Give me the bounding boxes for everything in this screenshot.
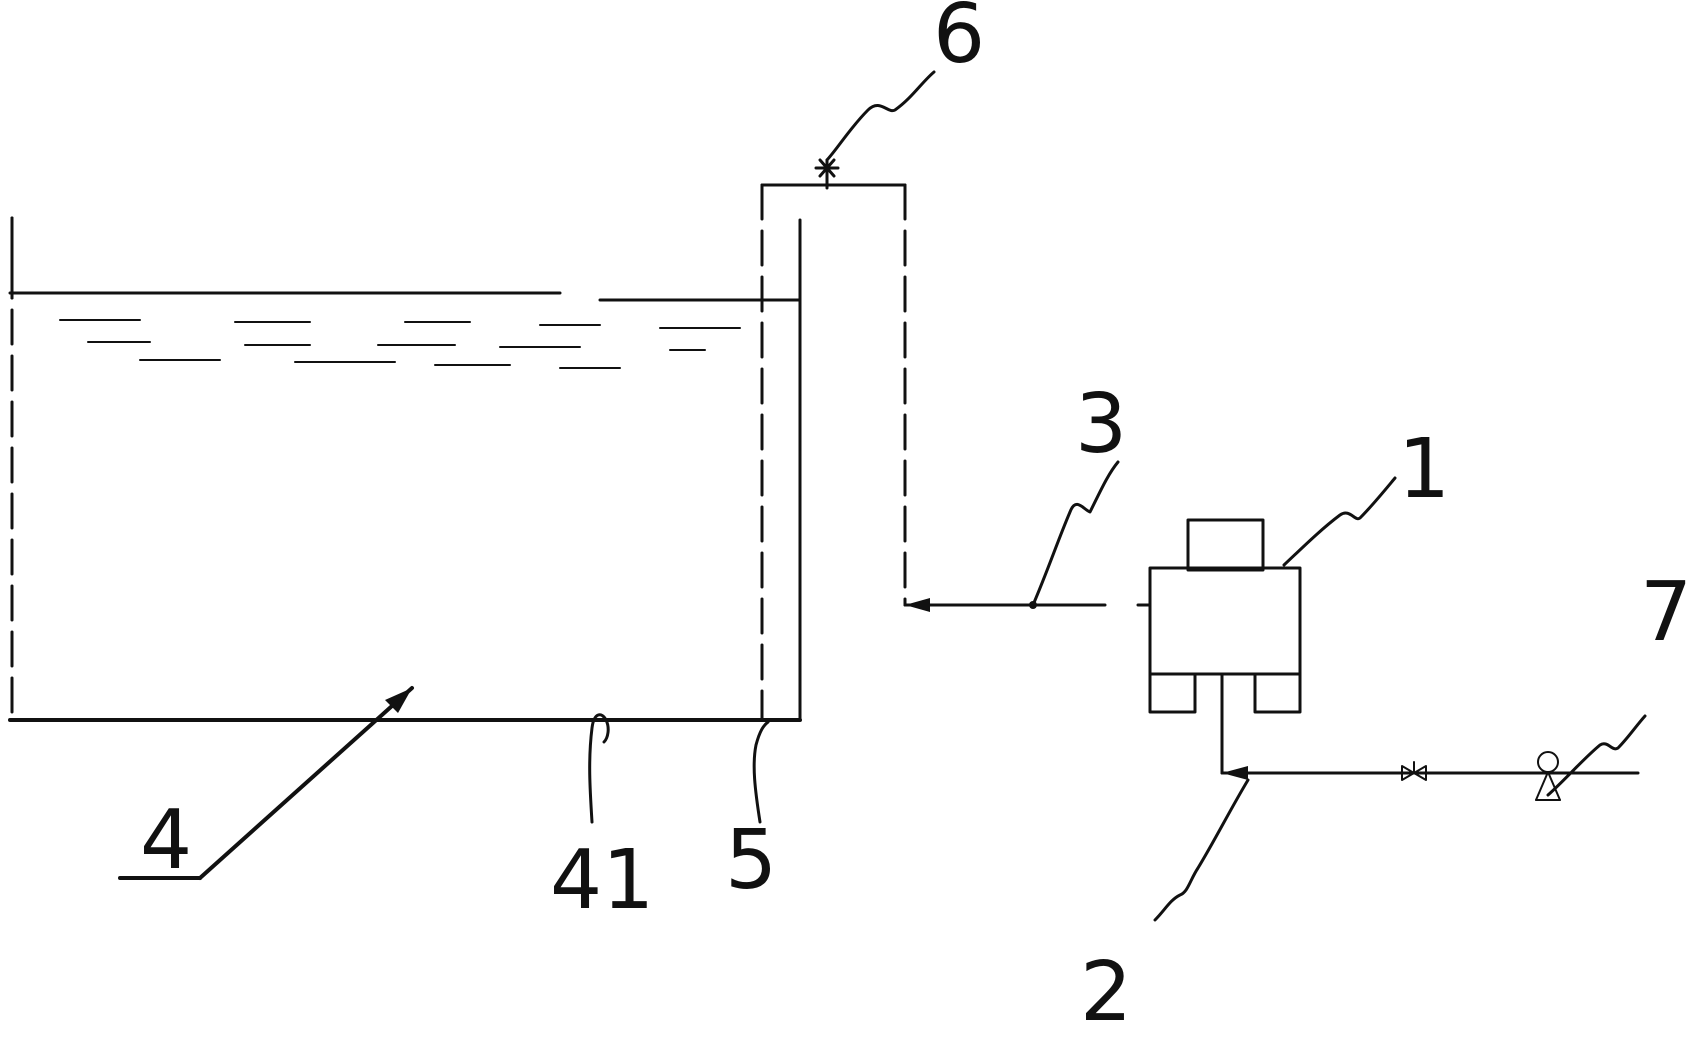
valve-icon	[1401, 761, 1427, 781]
leader-6	[825, 70, 936, 162]
outlet-pipe	[903, 598, 1107, 612]
feed-pump-icon	[1535, 751, 1561, 801]
label-7: 7	[1640, 565, 1688, 660]
water-surface-marks	[59, 319, 741, 369]
leader-3	[1031, 460, 1120, 607]
leader-4-arrow-icon	[385, 688, 412, 713]
label-4: 4	[140, 793, 192, 888]
label-6: 6	[933, 0, 985, 82]
leader-7	[1546, 714, 1647, 797]
pump-body	[1148, 566, 1302, 676]
top-valve	[814, 158, 840, 190]
leader-2	[1153, 778, 1250, 922]
label-1: 1	[1398, 422, 1450, 517]
label-41: 41	[550, 833, 654, 928]
inlet-pipe	[1220, 751, 1640, 801]
pump	[1136, 518, 1302, 775]
label-5: 5	[725, 813, 777, 908]
inner-tube	[760, 183, 907, 722]
pump-foot-left	[1148, 672, 1197, 714]
pump-foot-right	[1253, 672, 1302, 714]
reference-numerals: 6 3 1 7 2 4 41 5	[140, 0, 1688, 1040]
label-2: 2	[1080, 945, 1132, 1040]
inlet-arrow-icon	[1222, 766, 1248, 780]
leader-lines	[118, 70, 1647, 922]
leader-5	[752, 720, 770, 824]
outlet-arrow-icon	[905, 598, 930, 612]
leader-1	[1282, 476, 1397, 567]
pump-top-block	[1186, 518, 1265, 572]
tank	[8, 216, 802, 722]
leader-4	[198, 686, 414, 880]
label-3: 3	[1075, 377, 1127, 472]
leader-41	[588, 713, 610, 824]
